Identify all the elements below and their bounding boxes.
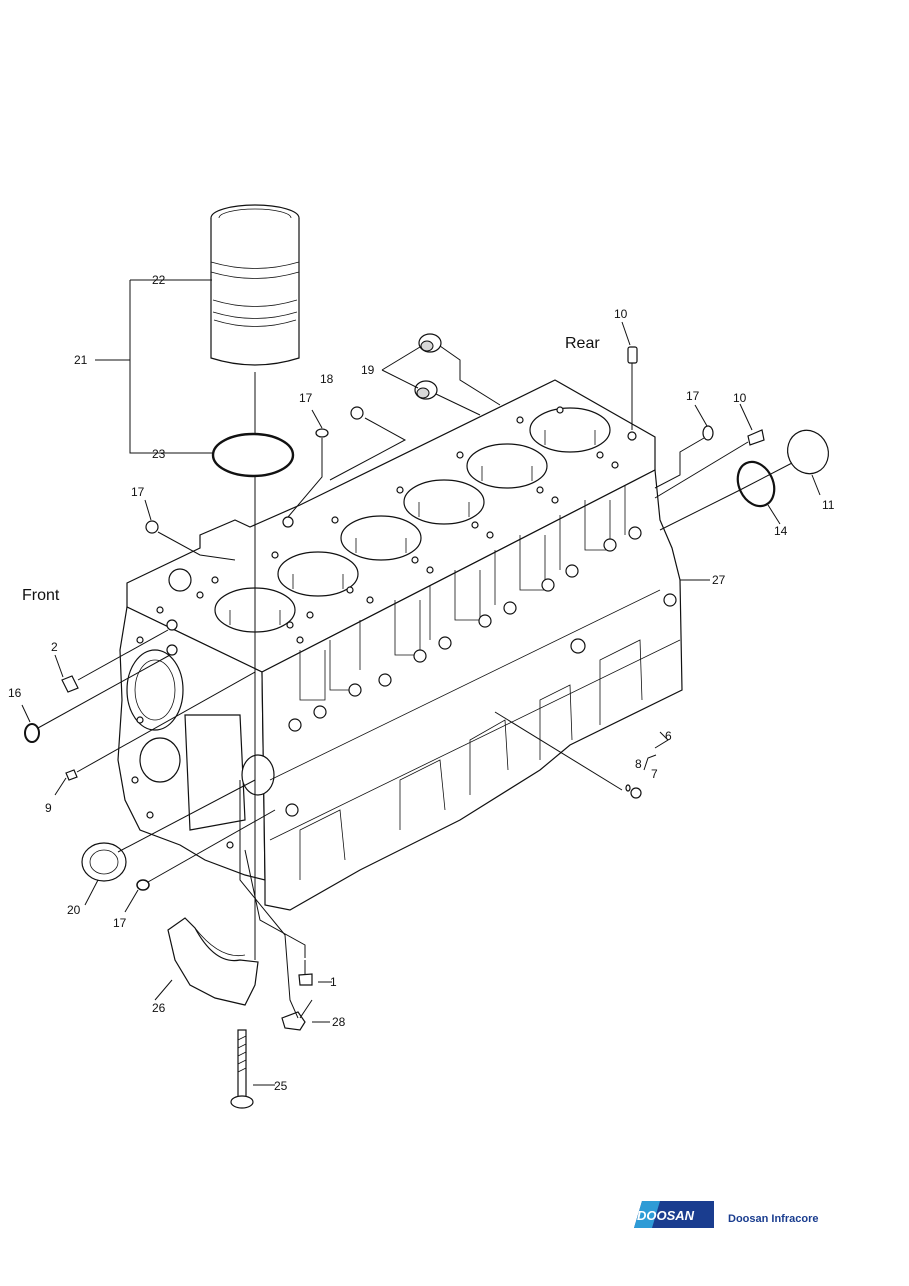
plug-18 — [350, 406, 364, 420]
dowel-pin-top — [627, 346, 638, 364]
rear-label: Rear — [565, 335, 600, 352]
callout-19: 19 — [361, 363, 375, 377]
dowel-pin-right — [747, 429, 765, 446]
callout-11: 11 — [822, 498, 835, 512]
cylinder-liner — [210, 204, 300, 366]
deck-holes — [156, 406, 637, 644]
callout-9: 9 — [45, 801, 52, 815]
callout-27: 27 — [712, 573, 726, 587]
bolt-6-7-8 — [625, 784, 642, 799]
callout-28: 28 — [332, 1015, 346, 1029]
callout-10-right: 10 — [733, 391, 747, 405]
callout-17-top: 17 — [299, 391, 313, 405]
plug-2 — [61, 675, 79, 693]
callout-8: 8 — [635, 757, 642, 771]
engine-block — [117, 379, 683, 911]
cup-plug-lower — [414, 380, 438, 400]
cup-plug-upper — [418, 333, 442, 353]
callout-6: 6 — [665, 729, 672, 743]
doosan-logo: DOOSAN — [634, 1201, 714, 1228]
liner-o-ring — [211, 432, 295, 478]
block-ribs — [299, 485, 626, 701]
brand-name: Doosan Infracore — [728, 1213, 818, 1225]
callout-1: 1 — [330, 975, 337, 989]
leader-lines — [21, 279, 821, 1086]
callout-22: 22 — [152, 273, 166, 287]
o-ring-14 — [736, 460, 776, 508]
cover-disc-11 — [787, 429, 829, 475]
callout-26: 26 — [152, 1001, 166, 1015]
callout-7: 7 — [651, 767, 658, 781]
cap-bolt-25 — [230, 1029, 254, 1109]
main-bearing-cap — [167, 917, 259, 1006]
callout-17-left: 17 — [131, 485, 145, 499]
o-ring-16 — [24, 723, 40, 743]
callout-25: 25 — [274, 1079, 288, 1093]
callout-10-top: 10 — [614, 307, 628, 321]
callout-2: 2 — [51, 640, 58, 654]
logo-wordmark: DOOSAN — [637, 1208, 695, 1223]
seal-ring-top — [315, 428, 329, 438]
crank-seal-20 — [81, 842, 127, 882]
callout-17-bottom: 17 — [113, 916, 127, 930]
oil-jet-1 — [298, 960, 313, 986]
callout-18: 18 — [320, 372, 334, 386]
callout-17-right: 17 — [686, 389, 700, 403]
callout-14: 14 — [774, 524, 788, 538]
front-label: Front — [22, 587, 60, 604]
callout-23: 23 — [152, 447, 166, 461]
lower-skirt — [269, 589, 681, 880]
plug-left — [145, 520, 159, 534]
bearing-bosses — [285, 526, 677, 817]
seal-ring-bottom — [136, 879, 150, 891]
callout-20: 20 — [67, 903, 81, 917]
callout-16: 16 — [8, 686, 22, 700]
seal-ring-right — [702, 425, 714, 441]
plug-9 — [65, 769, 78, 781]
callout-21: 21 — [74, 353, 88, 367]
